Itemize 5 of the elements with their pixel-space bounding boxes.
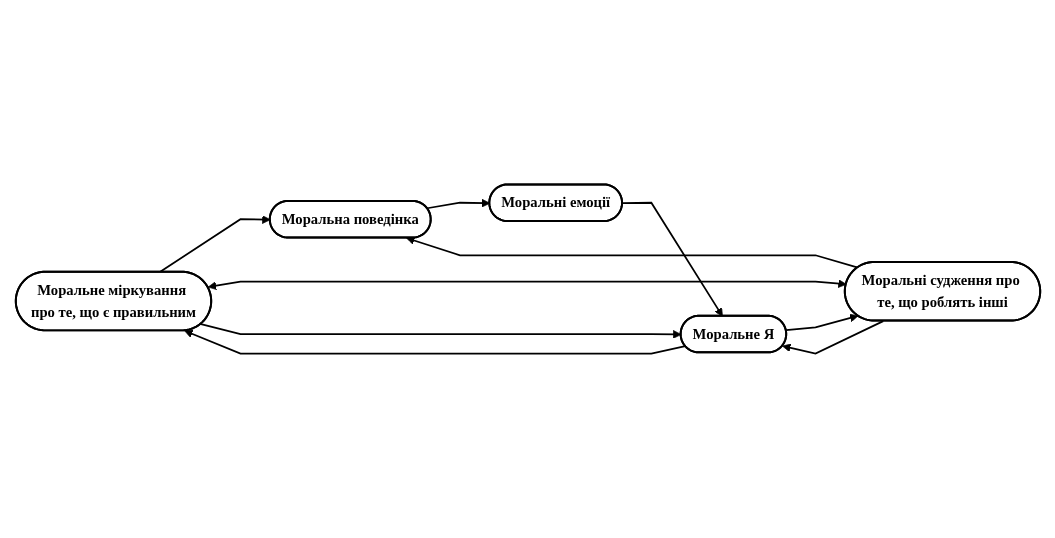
arrow	[405, 236, 859, 269]
arrow	[781, 320, 884, 355]
arrow	[621, 201, 723, 317]
arrow	[183, 329, 686, 355]
arrow	[784, 313, 858, 332]
